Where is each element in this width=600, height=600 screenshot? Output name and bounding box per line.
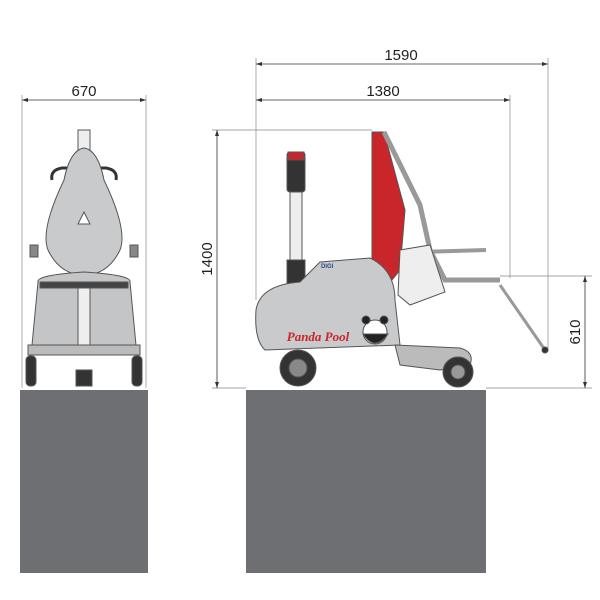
dimension-base-length: 1380	[366, 83, 399, 100]
dimension-front-width: 670	[71, 83, 96, 100]
digi-badge: DIGI	[321, 264, 334, 270]
front-view-lift	[25, 129, 143, 387]
side-view-lift	[255, 130, 549, 388]
extension-lines	[21, 58, 592, 389]
panda-pool-logo: Panda Pool	[287, 329, 350, 344]
dimension-total-length: 1590	[384, 47, 417, 64]
arrowheads	[22, 62, 587, 388]
dimension-lines	[22, 63, 586, 388]
dimension-seat-height: 610	[567, 319, 584, 344]
side-view-pedestal	[246, 390, 486, 573]
front-view-pedestal	[20, 390, 148, 573]
dimension-height: 1400	[199, 242, 216, 275]
